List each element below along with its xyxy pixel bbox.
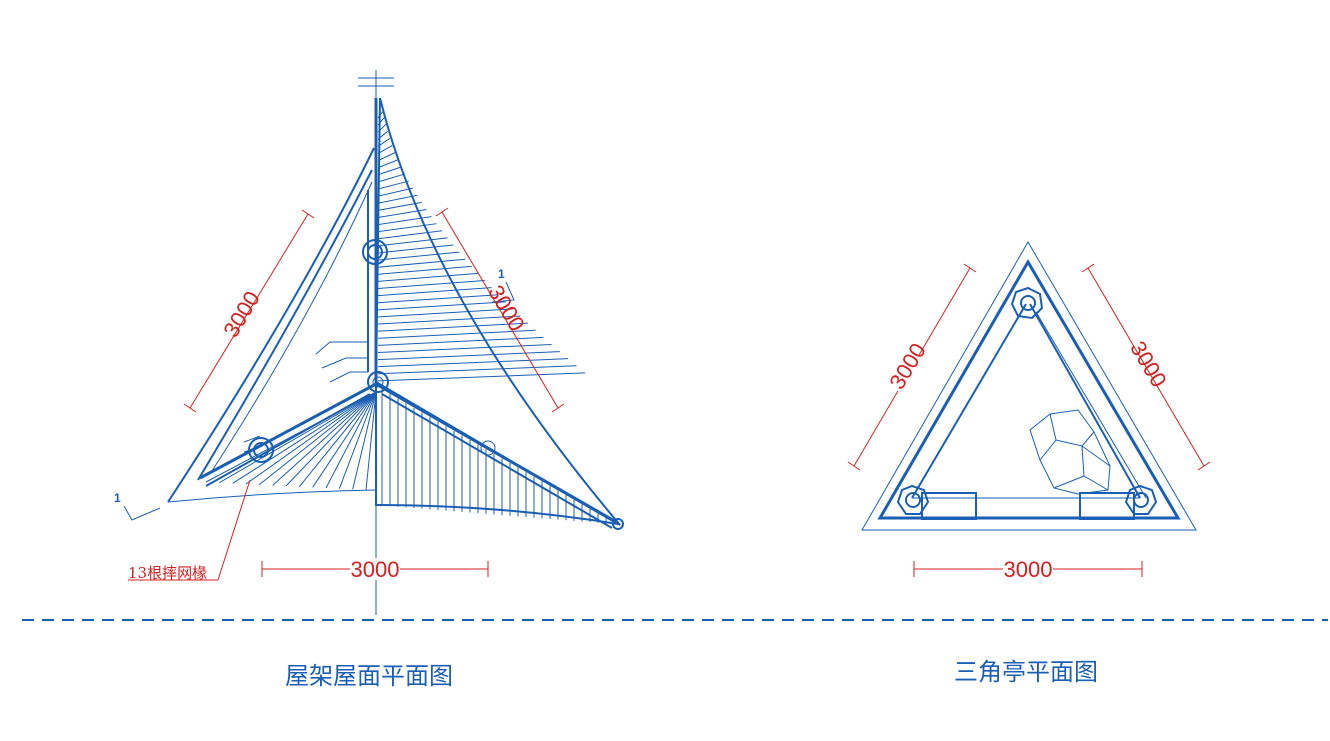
dimension-label: 3000 xyxy=(1125,337,1172,392)
hatch-line xyxy=(232,391,377,484)
right-plan-title: 三角亭平面图 xyxy=(954,658,1098,686)
dimension-label: 3000 xyxy=(351,557,400,582)
hatch-line xyxy=(377,152,396,162)
hatch-line xyxy=(377,109,385,119)
column-left xyxy=(248,437,274,463)
pavilion-dimension-left: 3000 xyxy=(847,263,977,471)
bench-right xyxy=(1079,492,1135,520)
hatch-line xyxy=(377,223,437,233)
hatch-line xyxy=(365,391,377,491)
hatch-line xyxy=(377,201,422,211)
hatch-line xyxy=(377,237,448,247)
hatch-line xyxy=(377,329,536,339)
hatch-line xyxy=(377,358,569,368)
pavilion-column-right xyxy=(1124,484,1158,515)
hatch-line xyxy=(377,230,443,240)
section-mark-left: 1 xyxy=(114,491,161,521)
hatch-line xyxy=(219,391,377,484)
hatch-line xyxy=(377,187,414,197)
hatch-line xyxy=(377,365,577,375)
hatch-line xyxy=(377,265,472,275)
rafter-note: 13根摔网椽 xyxy=(128,479,251,582)
hatch-line xyxy=(377,294,499,304)
pavilion-column-left xyxy=(896,484,930,515)
hatch-line xyxy=(377,272,479,282)
hatch-line xyxy=(377,216,432,226)
hatch-line xyxy=(377,351,560,361)
hatch-line xyxy=(377,244,454,254)
column-center xyxy=(367,371,389,393)
pavilion-column-top xyxy=(1010,286,1044,320)
hatch-line xyxy=(338,391,377,489)
hatch-line xyxy=(377,194,418,204)
roof-panel-right-hatched xyxy=(374,97,621,526)
hatch-line xyxy=(377,287,492,297)
hatch-line xyxy=(377,166,402,176)
hatch-line xyxy=(272,391,377,486)
hatch-line xyxy=(377,123,387,133)
dimension-right: 3000 xyxy=(435,207,565,413)
platform-outline xyxy=(861,241,1197,531)
bench-left xyxy=(921,492,977,520)
pavilion-plan: 3000 3000 3000 xyxy=(847,241,1211,582)
hatch-line xyxy=(377,336,544,346)
dimension-bottom: 3000 xyxy=(261,557,489,582)
hatch-line xyxy=(312,391,377,488)
steps-sketch xyxy=(243,341,368,453)
dimension-label: 3000 xyxy=(1004,557,1053,582)
rafter-note-text: 13根摔网椽 xyxy=(128,564,207,582)
hatch-line xyxy=(377,343,552,353)
hatch-line xyxy=(377,372,586,382)
hatch-line xyxy=(377,301,506,311)
hatch-line xyxy=(377,145,393,154)
hatch-line xyxy=(377,180,409,190)
hatch-line xyxy=(377,258,466,268)
hatch-line xyxy=(377,173,406,183)
roof-frame-plan: 1 1 3000 3000 3000 xyxy=(114,70,624,615)
hatch-line xyxy=(377,208,427,218)
hatch-line xyxy=(377,159,399,169)
hatch-line xyxy=(377,315,521,325)
hatch-line xyxy=(377,308,513,318)
hatch-line xyxy=(259,391,377,486)
column-top xyxy=(362,239,388,265)
pavilion-base xyxy=(877,259,1181,520)
section-mark-right: 1 xyxy=(491,267,515,303)
hatch-line xyxy=(377,138,391,147)
main-beams xyxy=(199,98,624,530)
dimension-label: 3000 xyxy=(483,281,530,336)
hatch-line xyxy=(377,116,386,126)
hatch-line xyxy=(245,391,377,485)
dimension-left: 3000 xyxy=(183,209,315,413)
hatch-line xyxy=(298,391,377,487)
section-mark-label: 1 xyxy=(498,267,505,281)
pavilion-dimension-bottom: 3000 xyxy=(913,557,1143,582)
hatch-line xyxy=(377,251,460,261)
hatch-line xyxy=(325,391,377,489)
dimension-label: 3000 xyxy=(218,287,265,342)
left-plan-title: 屋架屋面平面图 xyxy=(285,662,453,690)
hatch-line xyxy=(377,280,485,290)
hatch-line xyxy=(285,391,377,487)
hatch-line xyxy=(377,130,388,140)
stone-paving xyxy=(1029,409,1111,495)
hatch-line xyxy=(352,391,377,490)
hatch-line xyxy=(377,322,528,332)
section-mark-label: 1 xyxy=(114,491,121,505)
